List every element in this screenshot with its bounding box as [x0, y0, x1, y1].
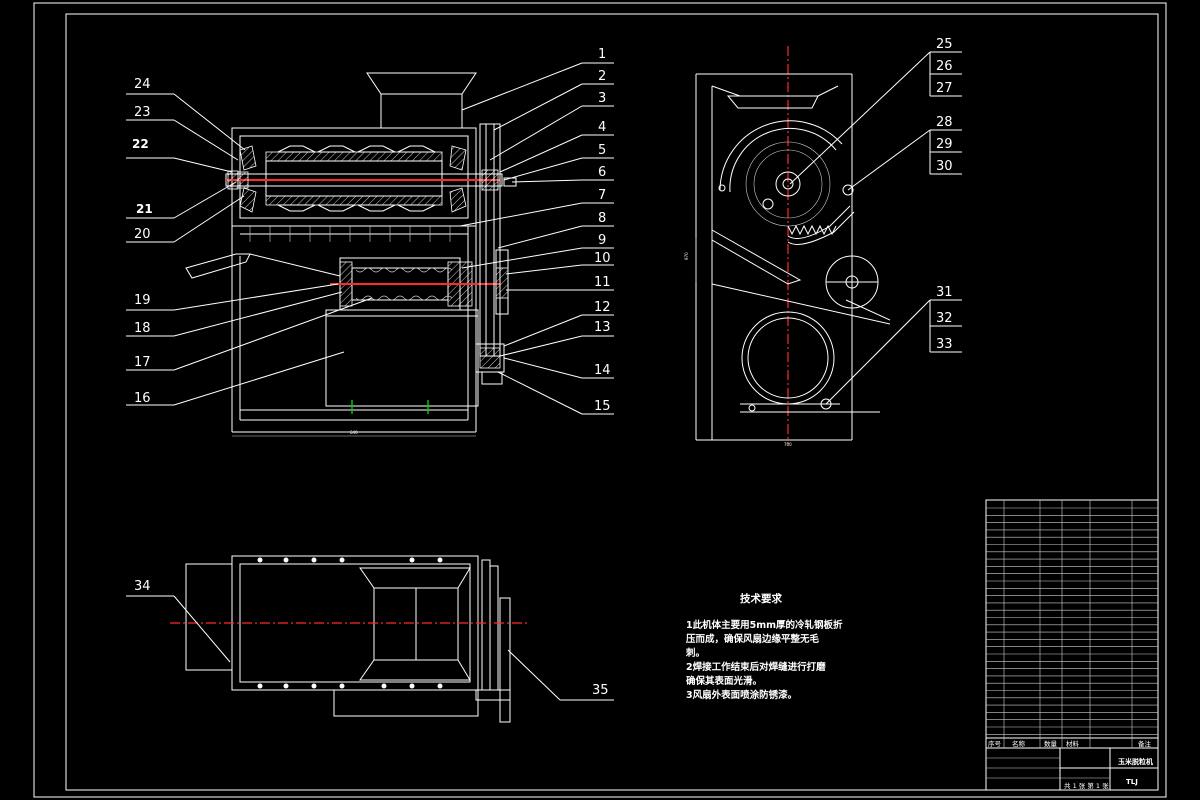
balloon-2: 2 [598, 69, 606, 84]
tech-req-line-5: 确保其表面光滑。 [686, 675, 762, 687]
balloon-23: 23 [134, 105, 151, 120]
balloon-5: 5 [598, 143, 606, 158]
front-leaders [126, 62, 614, 415]
balloon-11: 11 [594, 275, 611, 290]
balloon-35: 35 [592, 683, 609, 698]
tb-label-remark: 备注 [1138, 739, 1152, 748]
balloon-22: 22 [132, 137, 149, 151]
plan-leaders [126, 595, 614, 701]
balloon-27: 27 [936, 81, 953, 96]
balloon-32: 32 [936, 311, 953, 326]
side-leaders [789, 51, 962, 405]
svg-text:970: 970 [684, 252, 689, 260]
balloon-17: 17 [134, 355, 151, 370]
balloon-14: 14 [594, 363, 611, 378]
tb-label-no: 序号 [988, 739, 1002, 748]
balloon-20: 20 [134, 227, 151, 242]
balloon-31: 31 [936, 285, 953, 300]
balloon-12: 12 [594, 300, 611, 315]
balloon-7: 7 [598, 188, 606, 203]
balloon-6: 6 [598, 165, 606, 180]
title-block [985, 499, 1159, 791]
balloon-8: 8 [598, 211, 606, 226]
svg-text:640: 640 [350, 430, 358, 435]
balloon-34: 34 [134, 579, 151, 594]
balloon-4: 4 [598, 120, 606, 135]
sheet-count: 共 1 张 第 1 张 [1064, 781, 1109, 790]
drawing-number: TLJ [1126, 778, 1138, 786]
drawing-name: 玉米脱粒机 [1118, 757, 1153, 766]
balloon-30: 30 [936, 159, 953, 174]
balloon-16: 16 [134, 391, 151, 406]
balloon-29: 29 [936, 137, 953, 152]
tech-req-line-4: 2焊接工作结束后对焊缝进行打磨 [686, 661, 826, 673]
tech-requirements-title: 技术要求 [740, 592, 782, 605]
svg-text:700: 700 [784, 442, 792, 447]
side-view: 970 700 [684, 46, 891, 447]
balloon-1: 1 [598, 47, 606, 62]
plan-view [170, 555, 530, 723]
tb-label-qty: 数量 [1044, 739, 1058, 748]
tech-req-line-6: 3风扇外表面喷涂防锈漆。 [686, 689, 797, 701]
balloon-18: 18 [134, 321, 151, 336]
balloon-15: 15 [594, 399, 611, 414]
tech-req-line-2: 压而成，确保风扇边缘平整无毛 [686, 633, 820, 645]
balloon-19: 19 [134, 293, 151, 308]
balloon-26: 26 [936, 59, 953, 74]
inner-frame [65, 13, 1159, 791]
balloon-33: 33 [936, 337, 953, 352]
balloon-9: 9 [598, 233, 606, 248]
tech-req-line-1: 1此机体主要用5mm厚的冷轧钢板折 [686, 619, 843, 631]
tb-label-name: 名称 [1012, 739, 1026, 748]
balloon-24: 24 [134, 77, 151, 92]
balloon-10: 10 [594, 251, 611, 266]
outer-frame [33, 2, 1167, 798]
tb-label-material: 材料 [1066, 739, 1080, 748]
balloon-3: 3 [598, 91, 606, 106]
balloon-28: 28 [936, 115, 953, 130]
balloon-21: 21 [136, 202, 153, 216]
balloon-13: 13 [594, 320, 611, 335]
tech-req-line-3: 刺。 [685, 647, 705, 659]
balloon-25: 25 [936, 37, 953, 52]
